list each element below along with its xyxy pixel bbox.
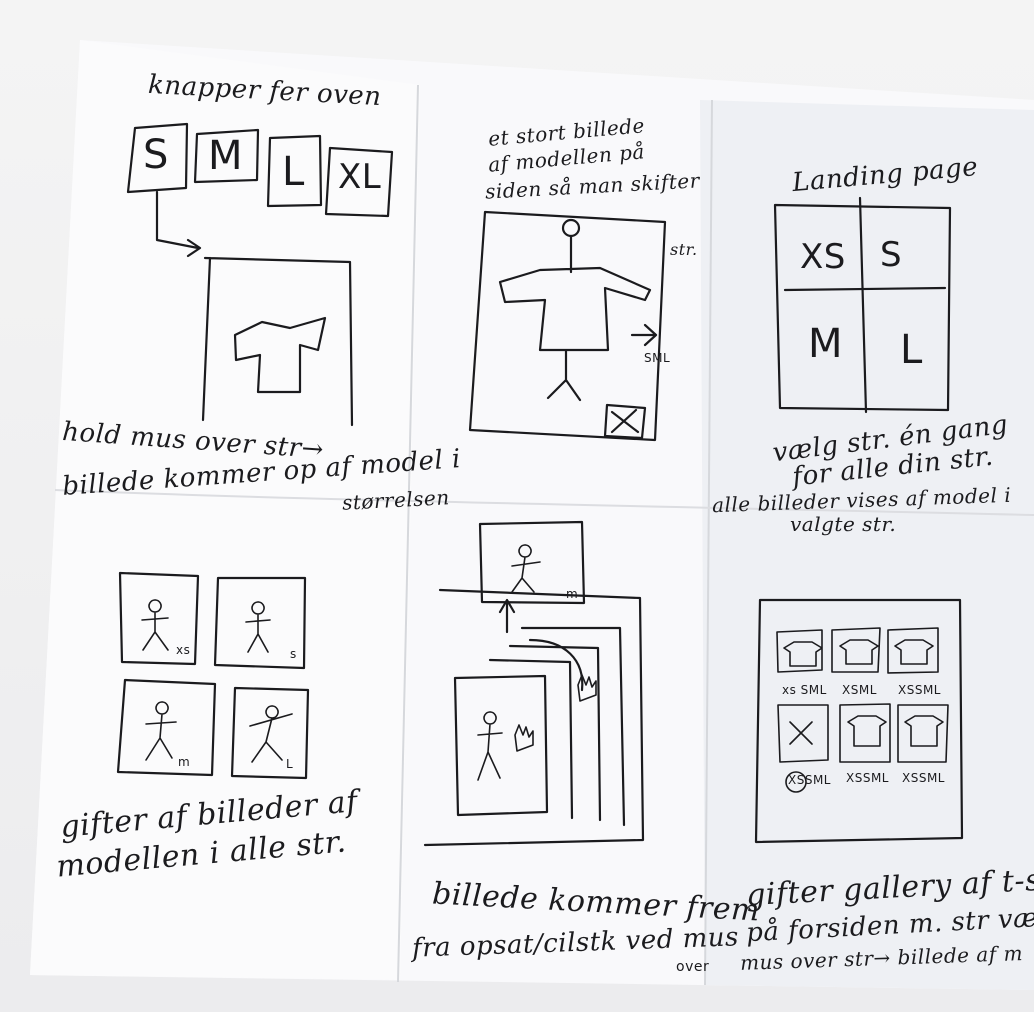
button-xl-label: XL bbox=[338, 157, 382, 197]
stick-figure-s bbox=[245, 601, 271, 653]
gallery-tile-2 bbox=[831, 627, 881, 673]
front-hand-cursor-icon bbox=[514, 724, 534, 752]
paper-shade-left bbox=[30, 40, 420, 980]
stack-outer-frame bbox=[423, 588, 645, 847]
panel-1-drawing bbox=[126, 122, 394, 427]
stack-layer-1 bbox=[520, 626, 626, 827]
panel-3-caption-line-4: valgte str. bbox=[790, 512, 897, 536]
gallery-size-label-2: XSML bbox=[842, 683, 877, 697]
hand-cursor-icon bbox=[577, 674, 597, 702]
panel-5-drawing bbox=[423, 520, 645, 847]
panel-2-side-label: SML bbox=[644, 351, 671, 365]
selected-size-circle bbox=[785, 771, 807, 793]
tshirt-shape-1 bbox=[233, 316, 327, 394]
connector-arrow bbox=[155, 190, 202, 258]
fold-vertical-1 bbox=[397, 84, 419, 983]
fold-vertical-2 bbox=[704, 99, 713, 986]
grid-s-label: S bbox=[880, 235, 903, 275]
grid-xs-label: XS bbox=[800, 237, 846, 277]
grid-frame bbox=[773, 203, 952, 412]
gallery-size-label-4: XSSML bbox=[788, 773, 831, 787]
model-image-frame bbox=[468, 210, 667, 442]
gallery-tile-1 bbox=[776, 629, 823, 673]
popup-stick-figure bbox=[511, 544, 541, 593]
panel-3-drawing bbox=[773, 196, 952, 414]
thumbnail-box bbox=[603, 403, 647, 440]
panel-5-caption-line-3: over bbox=[676, 959, 710, 975]
gallery-size-label-6: XSSML bbox=[902, 771, 945, 785]
gallery-tile-6 bbox=[897, 704, 949, 763]
button-l-box bbox=[266, 134, 323, 208]
tile-m bbox=[116, 678, 217, 777]
gallery-tile-4 bbox=[777, 704, 829, 763]
tile-xs-label: xs bbox=[176, 643, 191, 657]
popup-preview-box bbox=[478, 520, 586, 605]
gallery-size-label-5: XSSML bbox=[846, 771, 889, 785]
curve-arrow bbox=[528, 638, 584, 692]
front-stick-figure bbox=[477, 711, 503, 781]
panel-1-caption-line-3: størrelsen bbox=[341, 485, 451, 515]
fold-horizontal bbox=[54, 489, 1034, 516]
button-s-box bbox=[126, 122, 189, 194]
next-arrow bbox=[630, 323, 658, 347]
button-l-label: L bbox=[282, 149, 305, 195]
panel-2-drawing bbox=[468, 210, 667, 442]
button-s-label: S bbox=[143, 132, 169, 178]
button-m-box bbox=[193, 128, 260, 184]
grid-m-label: M bbox=[808, 321, 844, 367]
panel-4-drawing bbox=[116, 571, 310, 780]
button-m-label: M bbox=[208, 133, 244, 179]
gallery-size-label-1: xs SML bbox=[782, 683, 827, 697]
tile-l bbox=[230, 686, 310, 780]
panel-2-heading-line-4: str. bbox=[670, 240, 698, 259]
tile-s bbox=[213, 576, 307, 670]
gallery-size-label-3: XSSML bbox=[898, 683, 941, 697]
tile-m-label: m bbox=[178, 755, 191, 769]
model-body bbox=[498, 234, 652, 402]
grid-divider-vertical bbox=[858, 196, 868, 414]
large-image-frame bbox=[201, 256, 354, 427]
up-arrow bbox=[498, 598, 516, 634]
gallery-tile-3 bbox=[887, 627, 939, 674]
gallery-frame bbox=[754, 598, 964, 844]
stack-layer-3 bbox=[488, 658, 574, 820]
stack-layer-2 bbox=[508, 644, 602, 822]
button-xl-box bbox=[324, 146, 394, 218]
stick-figure-xs bbox=[141, 599, 169, 651]
panel-6-drawing bbox=[754, 598, 964, 844]
stick-figure-m bbox=[145, 701, 177, 761]
popup-size-label: m bbox=[566, 587, 579, 601]
tile-l-label: L bbox=[286, 757, 294, 771]
gallery-tile-5 bbox=[839, 703, 891, 763]
stack-front-card bbox=[453, 674, 549, 817]
grid-l-label: L bbox=[900, 327, 923, 373]
grid-divider-horizontal bbox=[783, 286, 947, 292]
tile-s-label: s bbox=[290, 647, 297, 661]
stick-figure-l bbox=[249, 705, 293, 763]
tile-xs bbox=[118, 571, 200, 666]
paper-shade-right bbox=[700, 100, 1034, 990]
